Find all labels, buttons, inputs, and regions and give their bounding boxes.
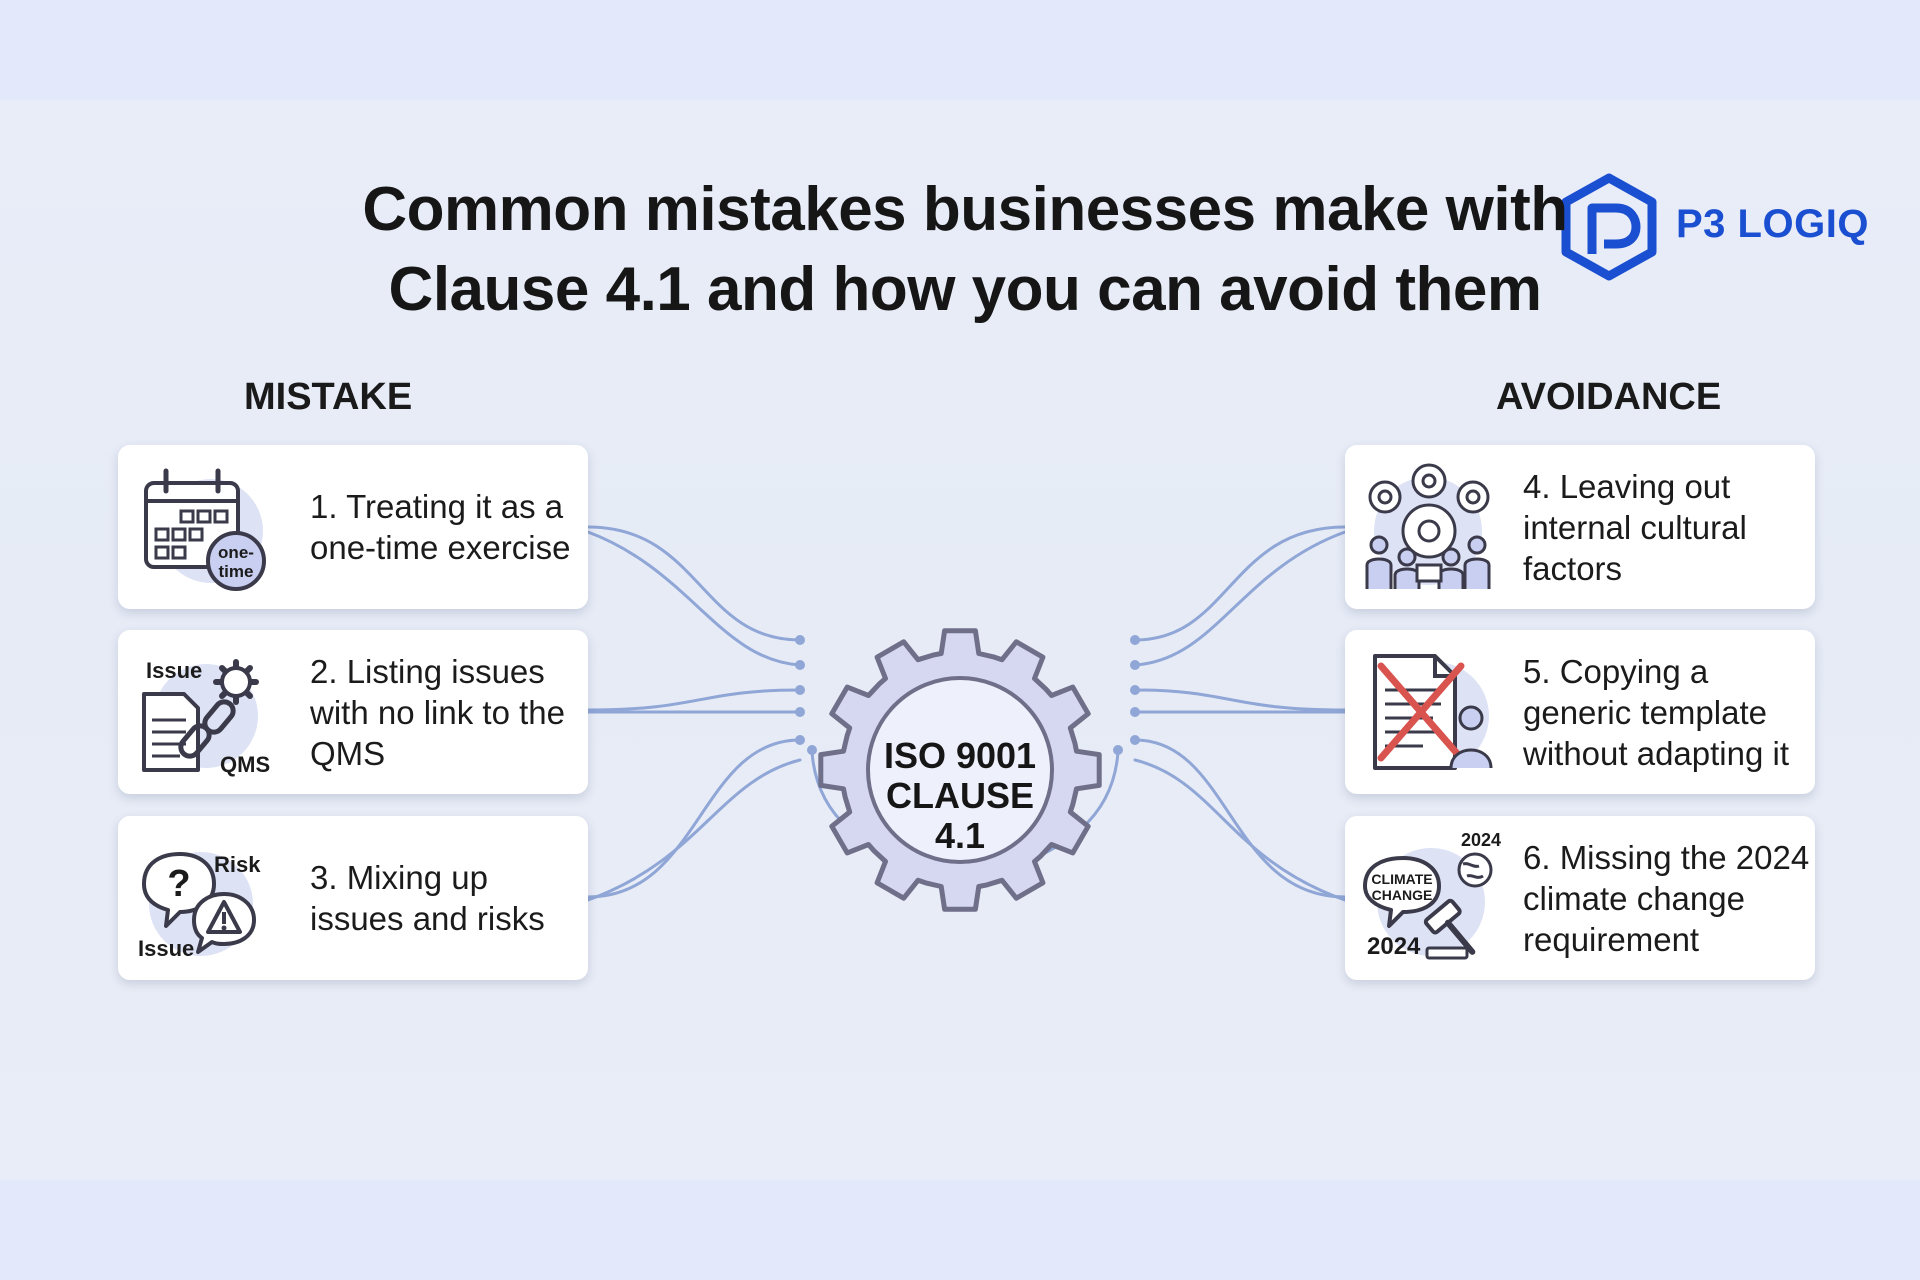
risk-label: Risk [214, 852, 261, 877]
change-label: CHANGE [1372, 887, 1433, 903]
hub-line-1: ISO 9001 [883, 735, 1037, 776]
issue-label: Issue [146, 658, 202, 683]
mistake-text-1: 1. Treating it as a one-time exercise [310, 488, 571, 566]
issue-label: Issue [138, 936, 194, 961]
mistake-card-3: ? Risk Issue 3. Mixing up issues and ris… [118, 816, 588, 980]
title-line-2: Clause 4.1 and how you can avoid them [388, 255, 1542, 324]
p3-logiq-logo[interactable]: P3 LOGIQ [1554, 172, 1884, 282]
avoidance-card-6: CLIMATE CHANGE 2024 2024 6. Missing the … [1345, 816, 1815, 980]
year-label-top: 2024 [1461, 830, 1501, 850]
badge-line-2: time [219, 562, 254, 581]
central-gear-icon [818, 628, 1102, 912]
question-mark-icon: ? [167, 863, 190, 905]
globe-icon [1457, 852, 1493, 888]
mistake-text-2: 2. Listing issues with no link to the QM… [310, 652, 565, 772]
speech-bubbles-icon: ? Risk Issue [138, 852, 261, 961]
infographic-canvas: P3 LOGIQ Common mistakes businesses make… [0, 100, 1920, 1180]
climate-gavel-icon: CLIMATE CHANGE 2024 2024 [1363, 830, 1501, 960]
mistake-text-3: 3. Mixing up issues and risks [310, 859, 545, 937]
badge-line-1: one- [218, 543, 254, 562]
mistake-card-1: one- time 1. Treating it as a one-time e… [118, 445, 588, 609]
mistake-column-heading: MISTAKE [244, 376, 413, 418]
avoidance-card-4: 4. Leaving out internal cultural factors [1345, 445, 1815, 609]
title-line-1: Common mistakes businesses make with [362, 175, 1568, 244]
gear-center [866, 676, 1054, 864]
brand-name: P3 LOGIQ [1676, 202, 1869, 246]
avoidance-column-heading: AVOIDANCE [1496, 376, 1722, 418]
team-gears-icon [1365, 463, 1491, 589]
hub-label: ISO 9001 CLAUSE 4.1 [860, 736, 1060, 856]
mistake-card-2: Issue QMS 2. Listing issues with no link… [118, 630, 588, 794]
avoidance-card-5: 5. Copying a generic template without ad… [1345, 630, 1815, 794]
avoidance-text-5: 5. Copying a generic template without ad… [1523, 652, 1790, 772]
hub-line-2: CLAUSE 4.1 [885, 775, 1034, 856]
broken-link-icon: Issue QMS [142, 658, 270, 777]
crossed-template-icon [1373, 654, 1493, 770]
year-label-bottom: 2024 [1367, 933, 1421, 960]
qms-label: QMS [220, 752, 270, 777]
page-title: Common mistakes businesses make with Cla… [360, 170, 1570, 330]
calendar-icon: one- time [144, 468, 266, 591]
climate-label: CLIMATE [1371, 871, 1432, 887]
avoidance-text-6: 6. Missing the 2024 climate change requi… [1523, 838, 1810, 958]
hexagon-p-logo-icon [1561, 173, 1657, 281]
avoidance-text-4: 4. Leaving out internal cultural factors [1523, 467, 1747, 587]
